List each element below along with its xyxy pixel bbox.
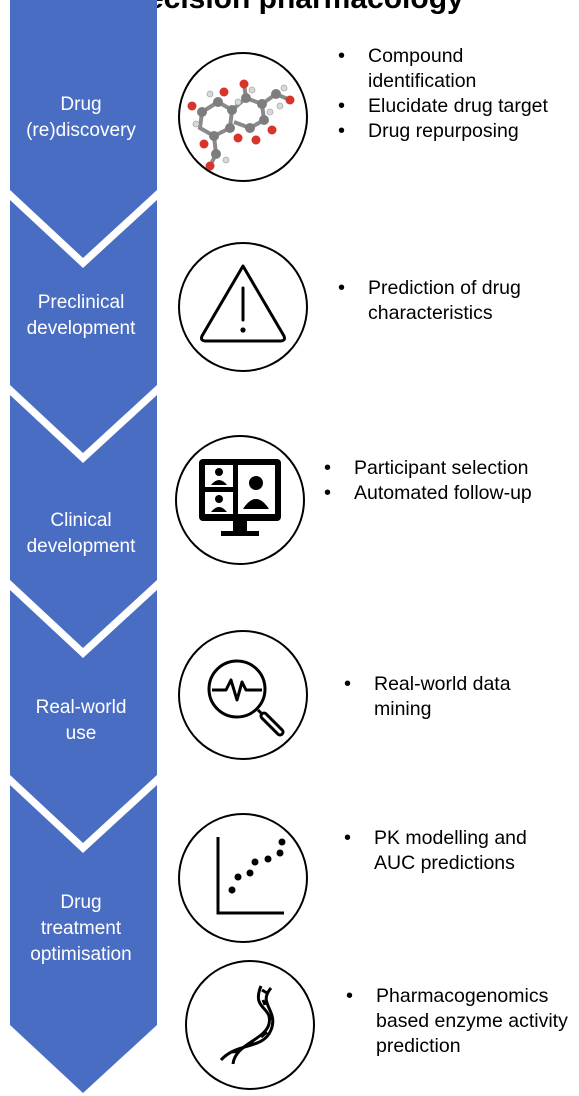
stage-label-realworld: Real-world use	[6, 695, 156, 747]
stage-arrow-optimisation	[10, 785, 157, 1093]
bullet-item: Compound identification	[336, 44, 576, 94]
stage-arrow-preclinical	[10, 200, 157, 453]
bullet-item: Pharmacogenomics based enzyme activity p…	[344, 984, 569, 1059]
warning-icon	[178, 242, 308, 372]
bullets-clinical: Participant selection Automated follow-u…	[322, 456, 557, 506]
molecule-icon	[178, 52, 308, 182]
bullet-item: Automated follow-up	[322, 481, 557, 506]
stage-label-clinical: Clinical development	[6, 508, 156, 560]
bullet-item: PK modelling and AUC predictions	[342, 826, 567, 876]
scatter-plot-icon	[178, 813, 308, 943]
bullets-pk: PK modelling and AUC predictions	[342, 826, 567, 876]
stage-arrow-clinical	[10, 395, 157, 648]
bullet-item: Elucidate drug target	[336, 94, 576, 119]
stage-label-text: Clinical development	[26, 510, 136, 557]
bullets-pgx: Pharmacogenomics based enzyme activity p…	[344, 984, 569, 1059]
bullets-preclinical: Prediction of drug characteristics	[336, 276, 566, 326]
stage-label-text: Real-world use	[35, 697, 127, 744]
stage-label-text: Drug (re)discovery	[26, 94, 136, 141]
stage-label-text: Preclinical development	[26, 292, 136, 339]
stage-label-text: Drug treatment optimisation	[30, 892, 132, 965]
video-call-monitor-icon	[175, 435, 305, 565]
dna-icon	[185, 960, 315, 1090]
magnifier-heartbeat-icon	[178, 630, 308, 760]
bullets-realworld: Real-world data mining	[342, 672, 552, 722]
stage-label-preclinical: Preclinical development	[6, 290, 156, 342]
stage-label-optimisation: Drug treatment optimisation	[6, 890, 156, 968]
page-title: Precision pharmacology	[0, 0, 579, 17]
stage-label-discovery: Drug (re)discovery	[6, 92, 156, 144]
bullet-item: Prediction of drug characteristics	[336, 276, 566, 326]
bullet-item: Real-world data mining	[342, 672, 552, 722]
bullet-item: Participant selection	[322, 456, 557, 481]
bullets-discovery: Compound identification Elucidate drug t…	[336, 44, 576, 144]
stage-arrow-discovery	[10, 0, 157, 258]
stage-arrow-realworld	[10, 590, 157, 843]
bullet-item: Drug repurposing	[336, 119, 576, 144]
